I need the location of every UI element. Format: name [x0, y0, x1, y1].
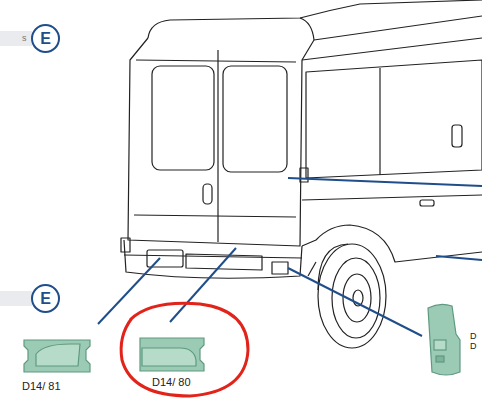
cut-off-text: s: [22, 34, 27, 43]
part-number: D14/ 80: [152, 377, 191, 388]
part-number: D14/ 81: [22, 381, 61, 392]
section-badge: E: [31, 24, 60, 53]
part-shapes: [24, 304, 460, 375]
section-badge: E: [31, 284, 60, 313]
part-number: D: [470, 332, 477, 341]
part-number: D: [470, 342, 477, 351]
tab-bar: [0, 31, 32, 46]
badge-letter: E: [40, 291, 51, 307]
leader-lines: [98, 178, 482, 336]
van-outline: [121, 0, 482, 348]
tab-bar: [0, 291, 32, 306]
highlight-circle: [121, 303, 248, 396]
badge-letter: E: [40, 31, 51, 47]
